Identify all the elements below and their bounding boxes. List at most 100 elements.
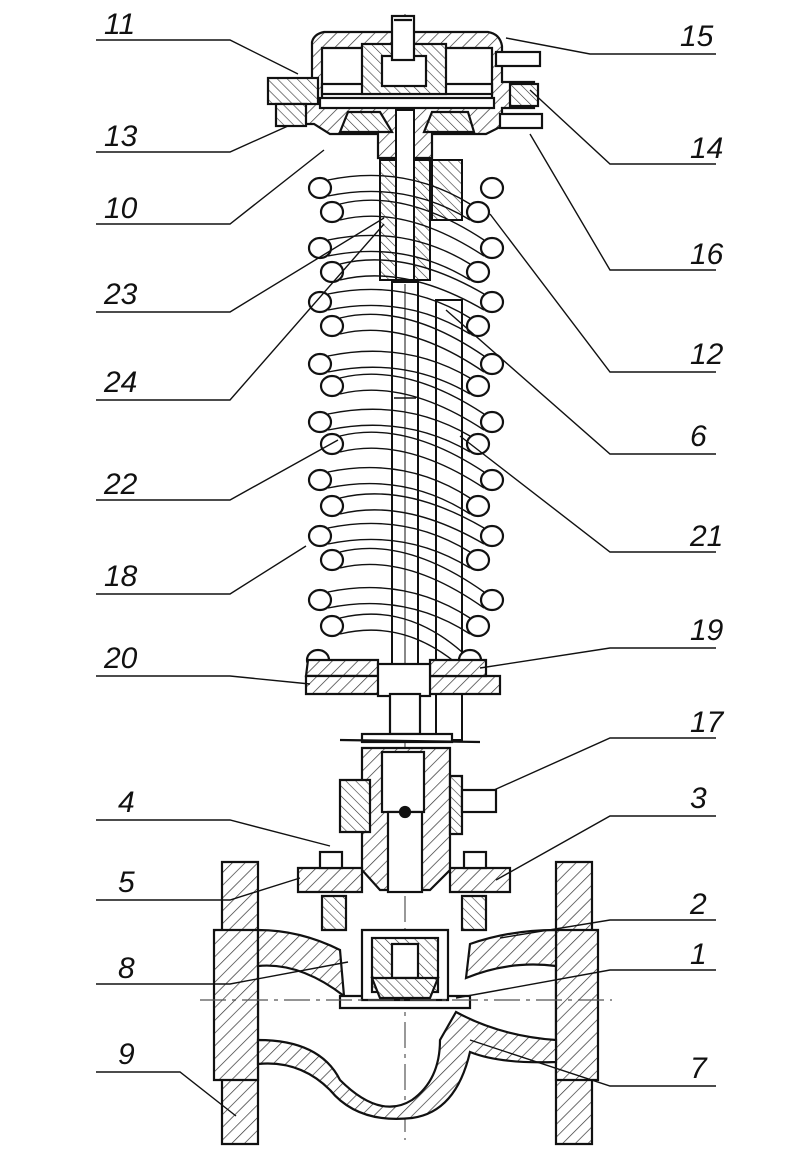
leader-line-22 xyxy=(96,439,339,501)
spring-coil-wire xyxy=(327,408,471,437)
spring-coils xyxy=(305,174,505,672)
actuator-housing xyxy=(266,14,544,160)
callout-number-20: 20 xyxy=(103,642,138,675)
callout-number-4: 4 xyxy=(118,786,135,819)
spring-coil-section xyxy=(319,374,345,398)
spring-coil-section xyxy=(307,410,333,434)
leader-line-4 xyxy=(96,819,331,847)
leader-line-1 xyxy=(455,969,716,999)
leader-line-13 xyxy=(96,125,289,153)
spring-coil-section xyxy=(465,260,491,284)
callout-number-9: 9 xyxy=(118,1038,135,1071)
callout-number-17: 17 xyxy=(690,706,725,739)
callout-number-1: 1 xyxy=(690,938,707,971)
leader-line-12 xyxy=(489,213,716,373)
callout-number-23: 23 xyxy=(103,278,138,311)
spring-seat xyxy=(304,658,502,736)
spring-coil-wire xyxy=(339,613,463,653)
spring-coil-wire xyxy=(327,350,471,379)
spring-coil-wire xyxy=(327,586,471,619)
spring-coil-wire xyxy=(339,509,485,545)
leader-line-7 xyxy=(469,1039,716,1087)
spring-coil-wire xyxy=(327,522,471,553)
leader-line-20 xyxy=(96,675,311,685)
leader-line-18 xyxy=(96,545,307,595)
spring-coil-section xyxy=(319,200,345,224)
leader-line-10 xyxy=(96,149,325,225)
spring-coil-section xyxy=(319,260,345,284)
spring-coil-wire xyxy=(339,329,485,373)
spring-coil-section xyxy=(307,236,333,260)
spring-coil-section xyxy=(479,524,505,548)
spring-coil-wire xyxy=(327,234,471,265)
spring-coil-wire xyxy=(339,275,485,311)
leader-line-8 xyxy=(96,961,349,985)
spring-coil-section xyxy=(307,290,333,314)
leader-line-24 xyxy=(96,223,385,401)
leader-line-23 xyxy=(96,217,385,313)
spring-coil-section xyxy=(479,410,505,434)
spring-coil-wire xyxy=(327,482,471,515)
callout-number-10: 10 xyxy=(104,192,138,225)
spring-coil-section xyxy=(479,352,505,376)
leader-lines xyxy=(96,37,716,1117)
spring-coil-section xyxy=(465,614,491,638)
spring-coil-wire xyxy=(327,304,471,335)
spring-coil-wire xyxy=(339,493,485,529)
spring-coil-section xyxy=(465,374,491,398)
spring-coil-section xyxy=(465,494,491,518)
spring-coil-section xyxy=(465,314,491,338)
spring-coil-wire xyxy=(339,431,485,473)
spring-coil-wire xyxy=(339,629,463,669)
spring-coil-wire xyxy=(339,199,485,241)
spring-coil-wire xyxy=(327,602,471,635)
leader-line-3 xyxy=(495,815,716,881)
spring-coil-wire xyxy=(327,466,471,499)
spring-coil-section xyxy=(307,468,333,492)
callout-number-19: 19 xyxy=(690,614,724,647)
spring-coil-wire xyxy=(327,174,471,205)
spring-coil-section xyxy=(307,588,333,612)
callout-number-7: 7 xyxy=(690,1052,708,1085)
spring-coil-section xyxy=(479,290,505,314)
spring-coil-wire xyxy=(327,288,471,319)
spring-coil-section xyxy=(479,236,505,260)
callout-number-11: 11 xyxy=(104,8,135,41)
spring-coil-wire xyxy=(339,373,485,415)
spring-coil-section xyxy=(307,176,333,200)
leader-line-11 xyxy=(96,39,299,75)
spring-coil-section xyxy=(319,614,345,638)
spring-coil-wire xyxy=(339,389,485,431)
leader-line-15 xyxy=(505,37,716,55)
spring-coil-section xyxy=(465,548,491,572)
spring-coil-wire xyxy=(327,250,471,281)
callout-number-13: 13 xyxy=(104,120,138,153)
spring-coil-wire xyxy=(327,424,471,453)
spring-coil-section xyxy=(479,588,505,612)
callout-number-2: 2 xyxy=(689,888,707,921)
spring-coil-wire xyxy=(327,538,471,569)
spring-coil-section xyxy=(319,548,345,572)
spring-coil-section xyxy=(479,176,505,200)
bonnet xyxy=(296,732,512,932)
leader-line-2 xyxy=(499,919,716,939)
leader-line-21 xyxy=(459,435,716,553)
spring-coil-section xyxy=(319,314,345,338)
callout-number-22: 22 xyxy=(103,468,138,501)
callout-number-24: 24 xyxy=(103,366,137,399)
spring-coil-section xyxy=(319,494,345,518)
callout-number-5: 5 xyxy=(118,866,135,899)
callout-number-16: 16 xyxy=(690,238,724,271)
callout-number-8: 8 xyxy=(118,952,135,985)
spring-coil-section xyxy=(307,524,333,548)
valve-body xyxy=(212,860,600,1146)
leader-line-14 xyxy=(529,89,716,165)
callout-number-21: 21 xyxy=(689,520,723,553)
spring-coil-section xyxy=(465,432,491,456)
spring-coil-section xyxy=(479,468,505,492)
spring-coil-wire xyxy=(327,190,471,221)
leader-line-5 xyxy=(96,877,301,901)
leader-line-9 xyxy=(96,1071,237,1117)
